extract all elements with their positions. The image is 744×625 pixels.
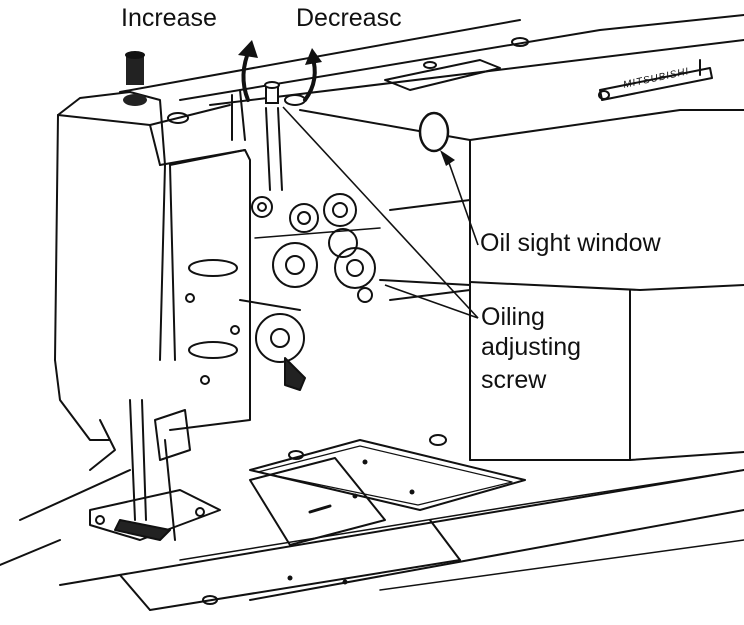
take-up-lever bbox=[231, 89, 283, 191]
oiling-adjusting-screw bbox=[264, 81, 280, 104]
adjuster-knob bbox=[123, 51, 147, 106]
leader-lines bbox=[282, 106, 479, 319]
oil-sight-window bbox=[418, 111, 450, 153]
table-holes bbox=[202, 434, 447, 605]
needle-presser-area bbox=[89, 399, 221, 541]
oil-sight-window-label: Oil sight window bbox=[480, 229, 661, 257]
window-arrowhead-icon bbox=[440, 150, 455, 166]
arrowheads-icon bbox=[238, 40, 322, 65]
bed-slide-plates bbox=[249, 439, 526, 546]
oiling-screw-label-line: screw bbox=[481, 366, 547, 394]
brand-text: MITSUBISHI bbox=[622, 66, 690, 91]
table-dots bbox=[287, 459, 415, 585]
decrease-label: Decreasc bbox=[296, 4, 402, 32]
tension-assembly bbox=[251, 193, 381, 303]
arm-block bbox=[469, 109, 744, 461]
machine-head bbox=[54, 91, 246, 441]
side-plate-mechanism bbox=[169, 149, 251, 431]
increase-label: Increase bbox=[121, 4, 217, 32]
machine-table bbox=[0, 469, 744, 611]
top-screws bbox=[167, 37, 529, 124]
machine-arm bbox=[119, 14, 744, 301]
thread-guide-disc bbox=[239, 299, 306, 391]
oiling-screw-label-line: Oiling bbox=[481, 303, 545, 331]
oiling-screw-label-line: adjusting bbox=[481, 333, 582, 361]
brand-plate bbox=[598, 67, 713, 101]
